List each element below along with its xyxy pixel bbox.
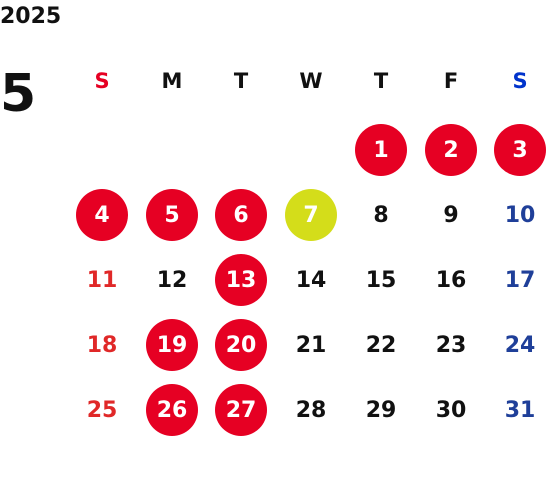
day-30[interactable]: 30 <box>435 397 467 423</box>
day-13[interactable]: 13 <box>215 254 267 306</box>
day-14[interactable]: 14 <box>295 267 327 293</box>
day-7[interactable]: 7 <box>285 189 337 241</box>
day-23[interactable]: 23 <box>435 332 467 358</box>
weekday-header-sun: S <box>94 69 110 93</box>
weekday-header-fri: F <box>443 69 459 93</box>
day-28[interactable]: 28 <box>295 397 327 423</box>
day-11[interactable]: 11 <box>86 267 118 293</box>
day-19[interactable]: 19 <box>146 319 198 371</box>
day-17[interactable]: 17 <box>504 267 536 293</box>
day-8[interactable]: 8 <box>373 202 389 228</box>
day-5[interactable]: 5 <box>146 189 198 241</box>
day-22[interactable]: 22 <box>365 332 397 358</box>
day-20[interactable]: 20 <box>215 319 267 371</box>
day-9[interactable]: 9 <box>443 202 459 228</box>
weekday-header-thu: T <box>373 69 389 93</box>
month-number: 5 <box>0 64 37 124</box>
day-21[interactable]: 21 <box>295 332 327 358</box>
weekday-header-wed: W <box>299 69 323 93</box>
day-16[interactable]: 16 <box>435 267 467 293</box>
day-24[interactable]: 24 <box>504 332 536 358</box>
day-4[interactable]: 4 <box>76 189 128 241</box>
day-26[interactable]: 26 <box>146 384 198 436</box>
weekday-header-mon: M <box>161 69 183 93</box>
day-18[interactable]: 18 <box>86 332 118 358</box>
day-3[interactable]: 3 <box>494 124 546 176</box>
weekday-header-tue: T <box>233 69 249 93</box>
day-1[interactable]: 1 <box>355 124 407 176</box>
day-29[interactable]: 29 <box>365 397 397 423</box>
day-27[interactable]: 27 <box>215 384 267 436</box>
year-label: 2025 <box>0 4 62 29</box>
day-15[interactable]: 15 <box>365 267 397 293</box>
day-25[interactable]: 25 <box>86 397 118 423</box>
day-6[interactable]: 6 <box>215 189 267 241</box>
day-2[interactable]: 2 <box>425 124 477 176</box>
day-31[interactable]: 31 <box>504 397 536 423</box>
day-10[interactable]: 10 <box>504 202 536 228</box>
day-12[interactable]: 12 <box>156 267 188 293</box>
weekday-header-sat: S <box>512 69 528 93</box>
